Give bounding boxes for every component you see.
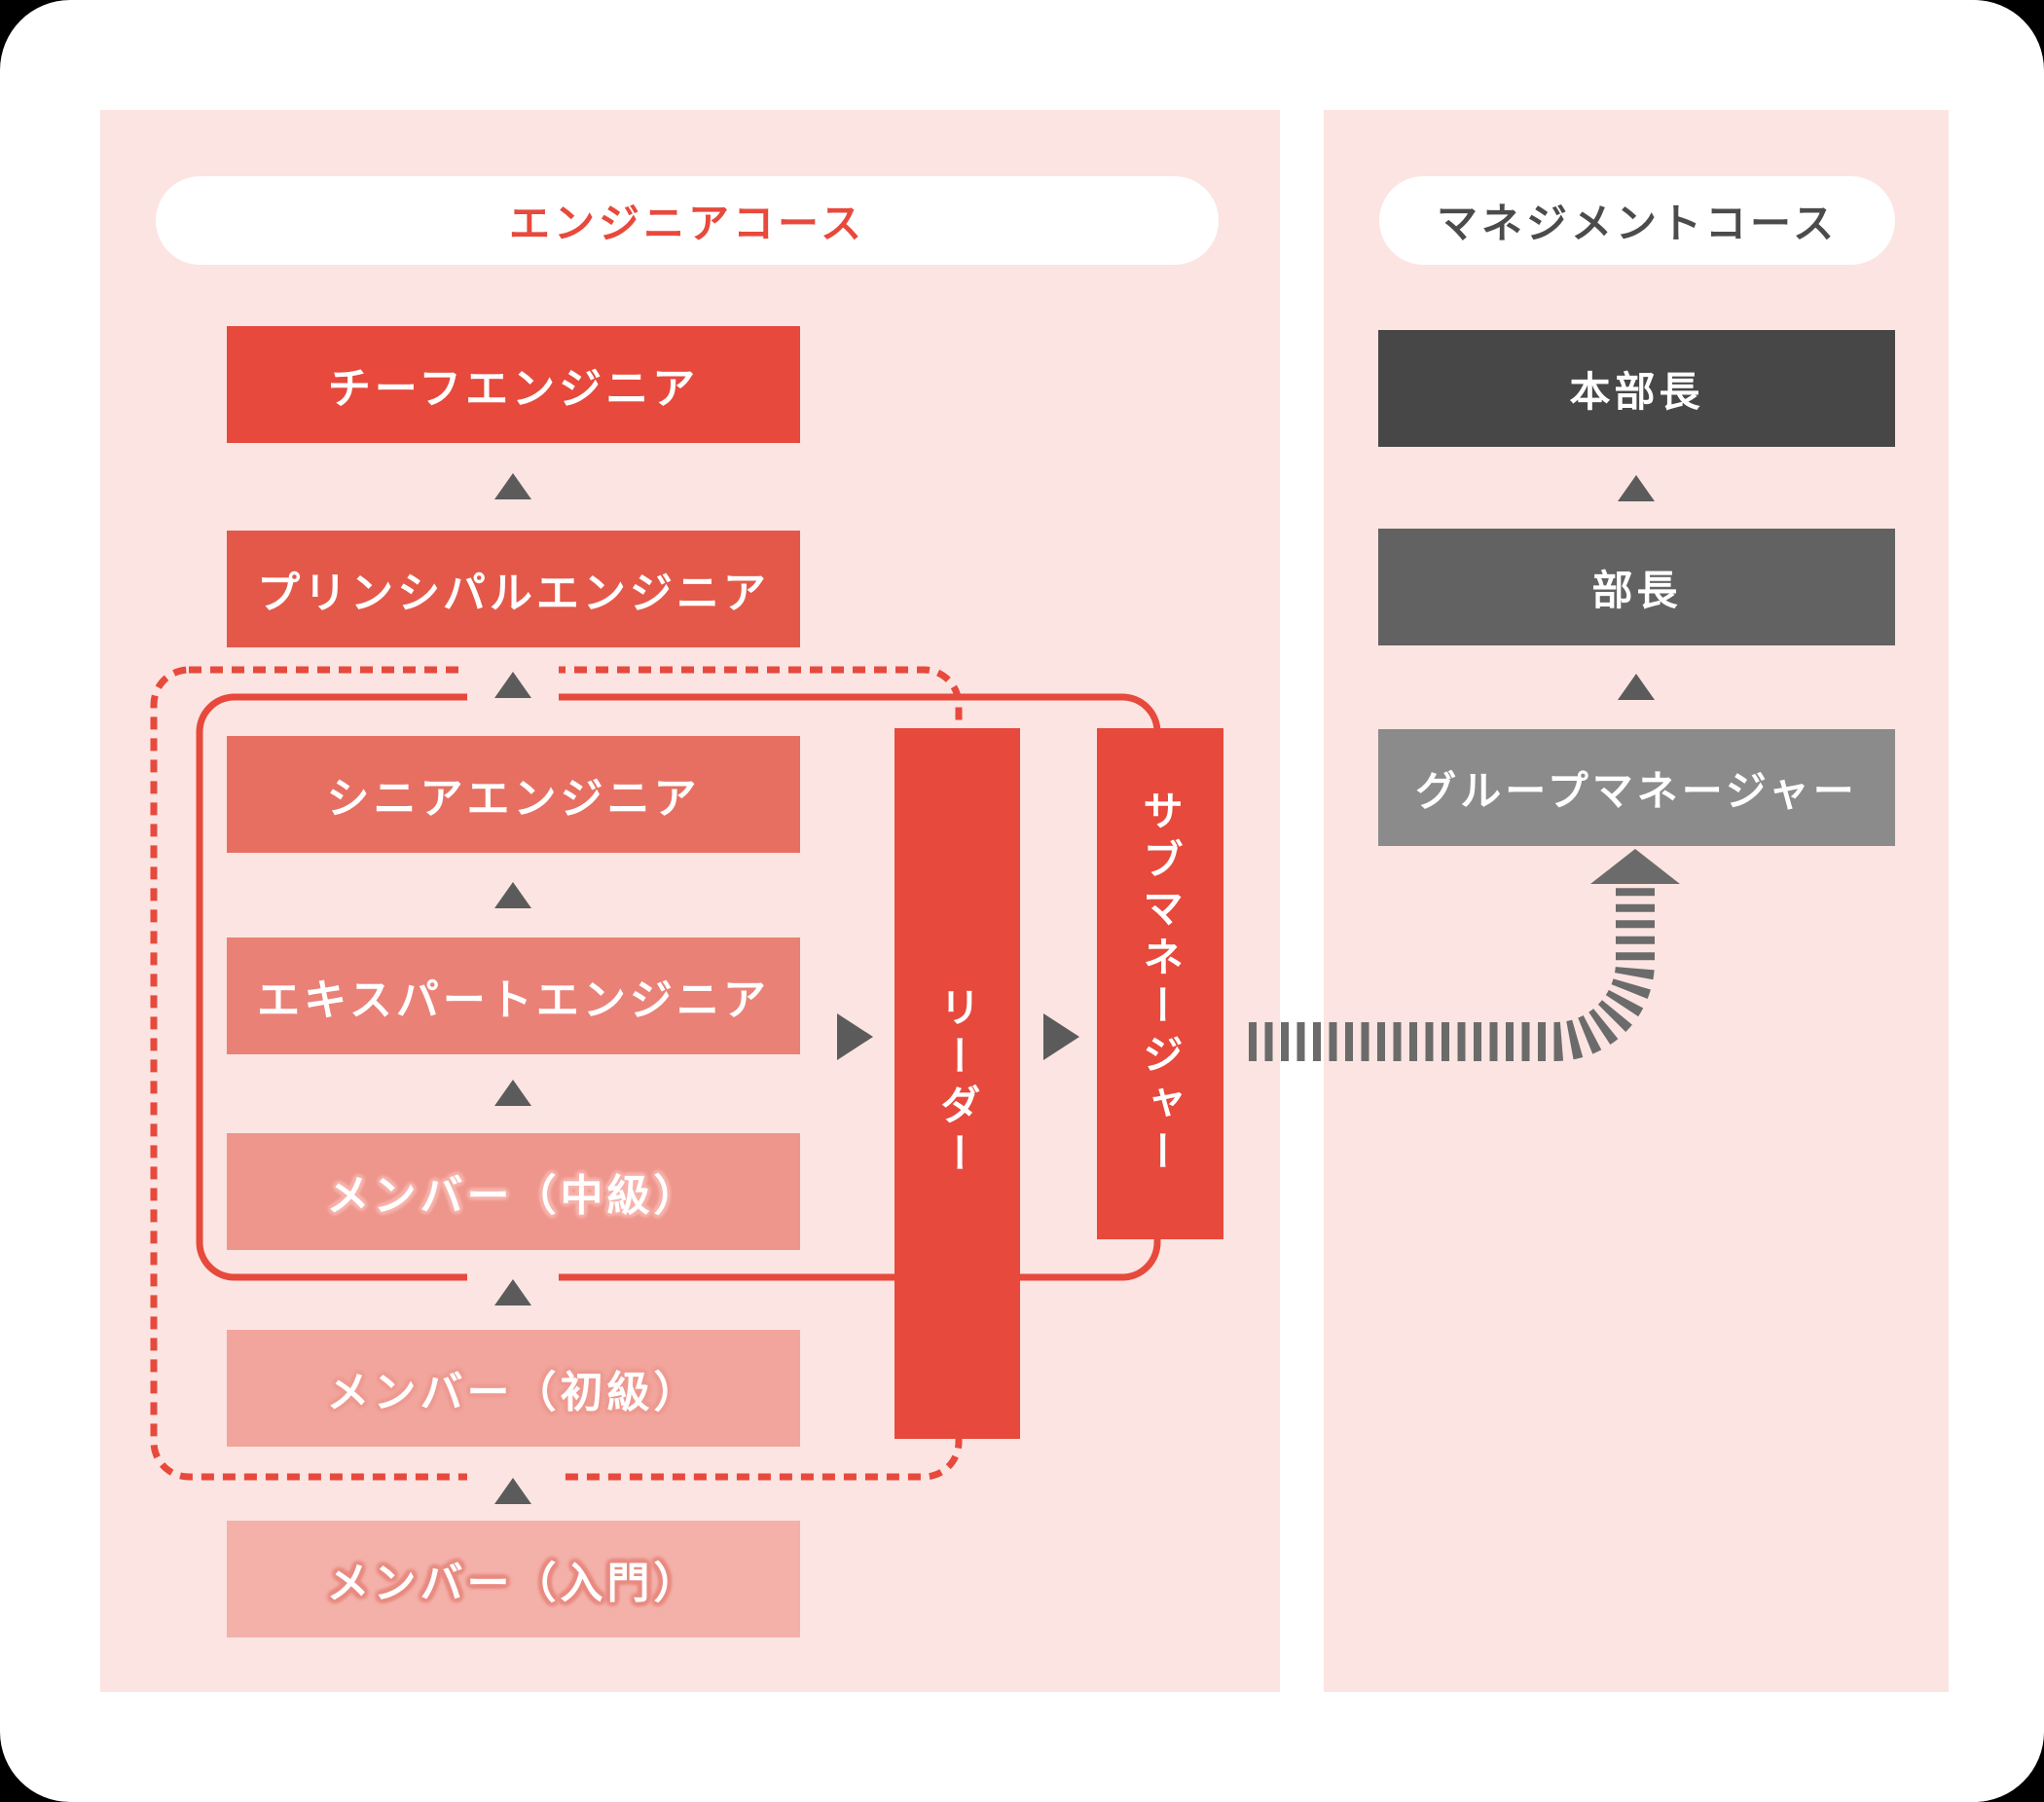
striped-transfer-arrowhead-icon — [1590, 849, 1680, 884]
solid-group-outline — [196, 693, 1161, 1281]
up-arrow-icon — [494, 672, 531, 698]
up-arrow-icon — [1618, 475, 1655, 501]
up-arrow-icon — [494, 473, 531, 499]
up-arrow-icon — [494, 1279, 531, 1306]
up-arrow-icon — [494, 1478, 531, 1504]
right-arrow-icon — [1043, 1013, 1079, 1060]
up-arrow-icon — [494, 1080, 531, 1106]
dotted-group-outline — [150, 666, 963, 1481]
up-arrow-icon — [1618, 674, 1655, 700]
up-arrow-icon — [494, 882, 531, 908]
outline-gap-patch — [467, 1269, 559, 1285]
right-arrow-icon — [837, 1013, 873, 1060]
striped-transfer-arrow — [1249, 884, 1655, 1061]
outline-gap-patch — [467, 1469, 559, 1485]
